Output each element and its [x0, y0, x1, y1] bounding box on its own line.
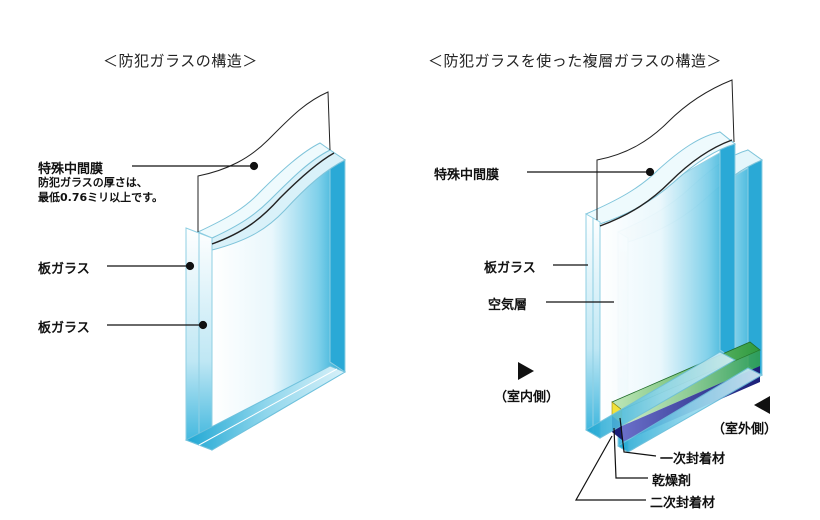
left-label-interlayer: 特殊中間膜: [38, 162, 104, 177]
right-label-outdoor: （室外側）: [712, 422, 778, 437]
left-interlayer-film: [197, 91, 331, 232]
right-label-glass: 板ガラス: [484, 261, 536, 276]
right-label-indoor: （室内側）: [494, 390, 560, 405]
left-diagram-title: ＜防犯ガラスの構造＞: [103, 52, 258, 70]
right-leaders: [527, 167, 657, 501]
left-laminated-glass: [184, 91, 347, 451]
right-interlayer-film: [596, 79, 735, 220]
right-label-interlayer: 特殊中間膜: [434, 168, 500, 183]
left-label-glass-top: 板ガラス: [38, 262, 90, 277]
left-note-line1: 防犯ガラスの厚さは、: [38, 176, 148, 189]
left-note-line2: 最低0.76ミリ以上です。: [38, 191, 164, 204]
right-diagram-title: ＜防犯ガラスを使った複層ガラスの構造＞: [428, 52, 722, 70]
right-label-air-layer: 空気層: [488, 298, 528, 313]
left-label-glass-bottom: 板ガラス: [38, 321, 90, 336]
outdoor-arrow-icon: [754, 396, 770, 414]
indoor-arrow-icon: [518, 362, 534, 380]
left-back-pane-edge: [329, 149, 346, 373]
right-label-primary-sealant: 一次封着材: [660, 452, 726, 467]
right-label-secondary-sealant: 二次封着材: [650, 496, 716, 511]
left-leaders: [107, 161, 259, 330]
right-double-glazing: [584, 79, 764, 453]
right-label-desiccant: 乾燥剤: [652, 474, 692, 489]
